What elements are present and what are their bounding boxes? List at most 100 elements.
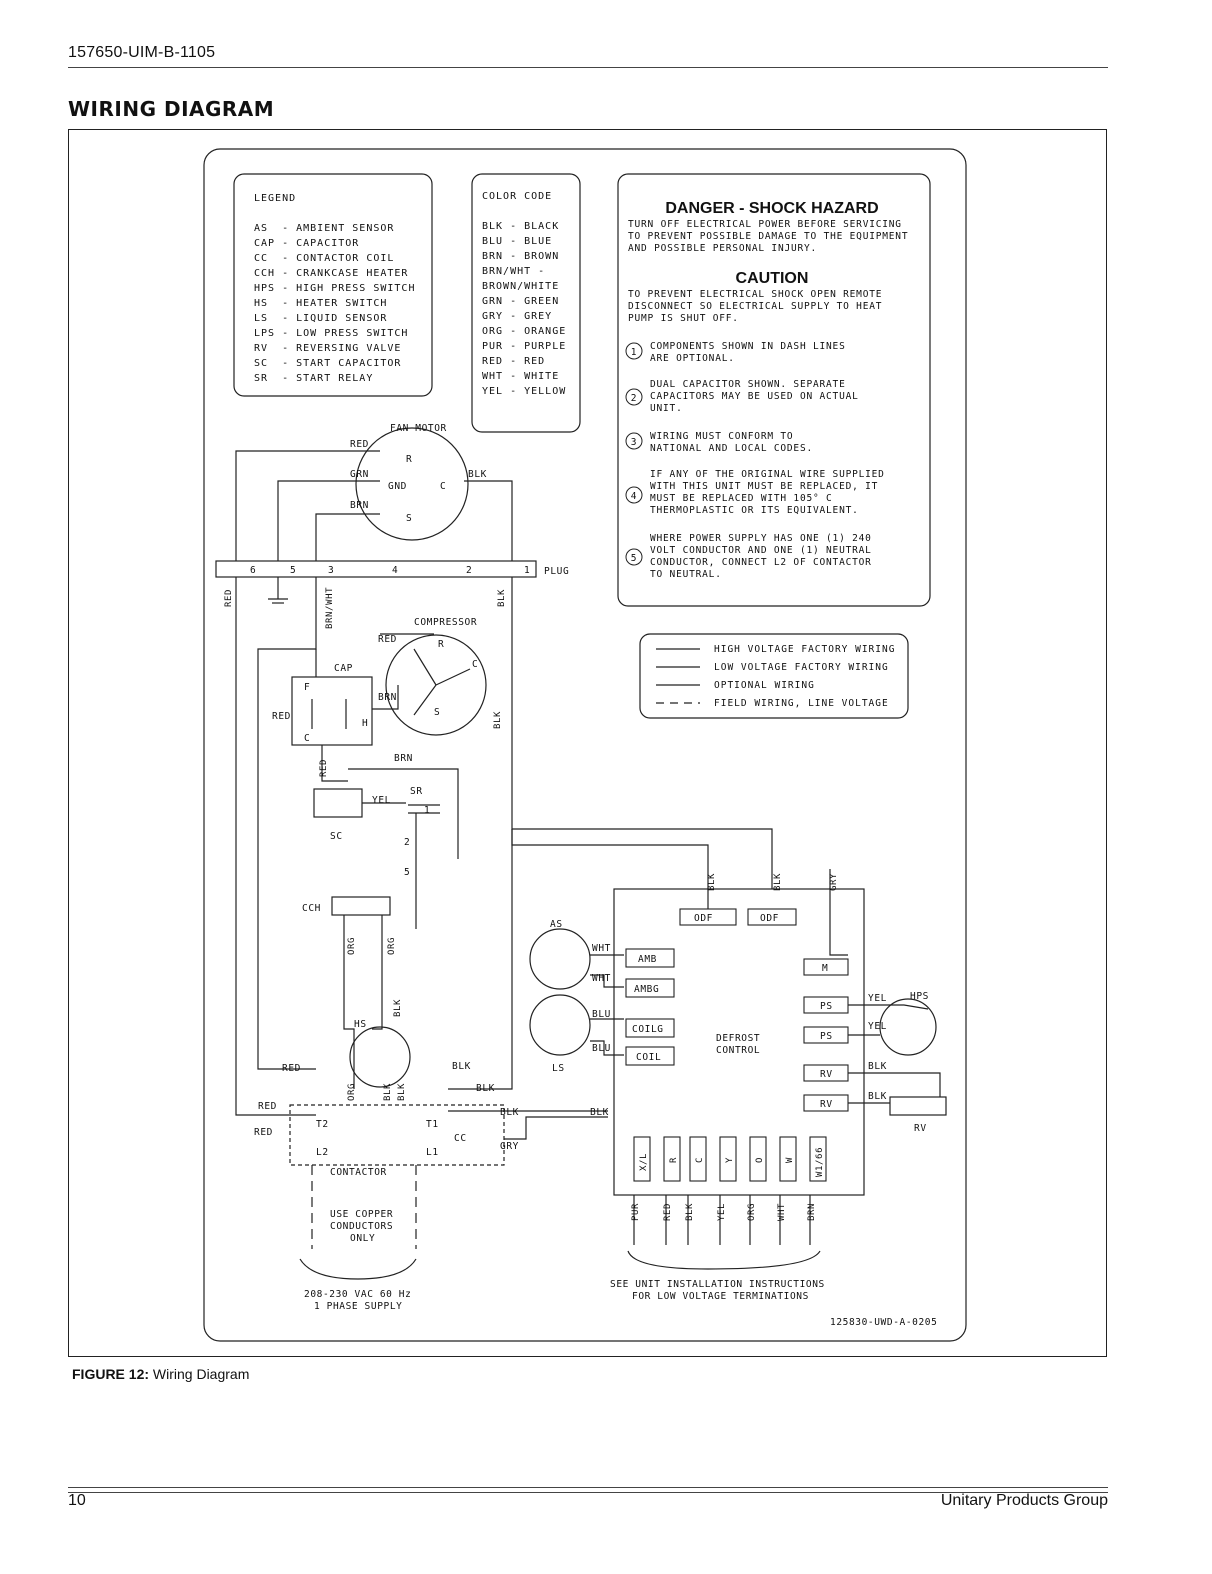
plug-strip (215, 560, 537, 578)
note-line: VOLT CONDUCTOR AND ONE (1) NEUTRAL (650, 545, 872, 556)
caption-text: Wiring Diagram (152, 1366, 250, 1382)
supply-label: 208-230 VAC 60 Hz (304, 1289, 411, 1300)
drawing-number: 125830-UWD-A-0205 (830, 1317, 937, 1328)
plug-pin: 3 (328, 565, 334, 576)
ps-label: PS (820, 1001, 833, 1012)
wire-label: BRN (350, 500, 369, 511)
defrost-label: CONTROL (716, 1045, 760, 1056)
fan-motor (355, 427, 469, 541)
note-number: 5 (631, 553, 638, 564)
note-line: THERMOPLASTIC OR ITS EQUIVALENT. (650, 505, 859, 516)
legend-item: HS - HEATER SWITCH (254, 298, 387, 309)
plug-label: PLUG (544, 566, 569, 577)
danger-line: AND POSSIBLE PERSONAL INJURY. (628, 243, 817, 254)
see-unit-note: SEE UNIT INSTALLATION INSTRUCTIONS (610, 1279, 825, 1290)
section-title: WIRING DIAGRAM (68, 97, 275, 121)
defrost-label: DEFROST (716, 1033, 760, 1044)
color-code-item: GRN - GREEN (482, 296, 559, 307)
note-number: 1 (631, 347, 638, 358)
plug-pin: 1 (524, 565, 530, 576)
wire-label: BLK (500, 1107, 519, 1118)
color-code-item: BRN - BROWN (482, 251, 559, 262)
danger-line: TURN OFF ELECTRICAL POWER BEFORE SERVICI… (628, 219, 902, 230)
plug-pin: 4 (392, 565, 398, 576)
contactor-box[interactable] (289, 1104, 505, 1166)
heater-switch[interactable] (349, 1026, 411, 1088)
danger-title: DANGER - SHOCK HAZARD (665, 200, 878, 217)
wire-label: YEL (868, 993, 887, 1004)
wire-label: BLK (383, 1083, 393, 1101)
odf-label: ODF (760, 913, 779, 924)
wire-label: RED (378, 634, 397, 645)
rv-label: RV (820, 1069, 833, 1080)
page-number: 10 (68, 1492, 86, 1509)
figure-frame (68, 129, 1107, 1357)
note-line: WIRING MUST CONFORM TO (650, 431, 793, 442)
terminal-label: F (304, 682, 310, 693)
wire-label: YEL (868, 1021, 887, 1032)
wire-label: WHT (592, 973, 611, 984)
legend-title: LEGEND (254, 193, 296, 204)
terminal-label: R (406, 454, 412, 465)
terminal-label: S (434, 707, 440, 718)
note-line: CONDUCTOR, CONNECT L2 OF CONTACTOR (650, 557, 872, 568)
wire-label: WHT (777, 1203, 787, 1221)
note-line: MUST BE REPLACED WITH 105° C (650, 493, 833, 504)
terminal-label: W (785, 1157, 795, 1163)
diagram-panel (203, 148, 967, 1342)
note-number: 3 (631, 437, 638, 448)
wire-label: BLK (397, 1083, 407, 1101)
ps-label: PS (820, 1031, 833, 1042)
supply-label: 1 PHASE SUPPLY (314, 1301, 402, 1312)
legend-item: HPS - HIGH PRESS SWITCH (254, 283, 415, 294)
header-rule (68, 67, 1108, 68)
fan-motor-label: FAN MOTOR (390, 423, 447, 434)
wire-label: PUR (631, 1203, 641, 1221)
wire-label: YEL (372, 795, 391, 806)
as-label: AS (550, 919, 563, 930)
copper-note: CONDUCTORS (330, 1221, 393, 1232)
wire-label: RED (224, 589, 234, 607)
crankcase-heater[interactable] (331, 896, 391, 916)
cap-label: CAP (334, 663, 353, 674)
wire-label: RED (282, 1063, 301, 1074)
ls-label: LS (552, 1063, 565, 1074)
color-code-item: BLU - BLUE (482, 236, 552, 247)
terminal-label: 1 (424, 805, 430, 816)
capacitor-box[interactable] (291, 676, 373, 746)
coilg-label: COILG (632, 1024, 664, 1035)
cch-label: CCH (302, 903, 321, 914)
line-legend-label: FIELD WIRING, LINE VOLTAGE (714, 698, 889, 709)
contactor-label: CONTACTOR (330, 1167, 387, 1178)
plug-pin: 2 (466, 565, 472, 576)
wire-label: BLU (592, 1009, 611, 1020)
m-label: M (822, 963, 828, 974)
footer-company: Unitary Products Group (940, 1492, 1108, 1509)
wire-label: BLK (773, 873, 783, 891)
defrost-control-board[interactable] (613, 888, 865, 1196)
line-legend-label: HIGH VOLTAGE FACTORY WIRING (714, 644, 895, 655)
line-legend-box (639, 633, 909, 719)
note-line: WITH THIS UNIT MUST BE REPLACED, IT (650, 481, 878, 492)
wire-label: BRN (394, 753, 413, 764)
start-capacitor[interactable] (313, 788, 363, 818)
caution-line: DISCONNECT SO ELECTRICAL SUPPLY TO HEAT (628, 301, 882, 312)
note-number: 2 (631, 393, 638, 404)
terminal-label: R (438, 639, 444, 650)
wire-label: BLK (393, 999, 403, 1017)
legend-item: SC - START CAPACITOR (254, 358, 401, 369)
terminal-label: T2 (316, 1119, 329, 1130)
figure-caption: FIGURE 12: Wiring Diagram (72, 1366, 249, 1382)
wire-label: ORG (347, 937, 357, 955)
wire-label: BLK (685, 1203, 695, 1221)
footer-rule (68, 1487, 1108, 1493)
color-code-item: WHT - WHITE (482, 371, 559, 382)
copper-note: ONLY (350, 1233, 375, 1244)
note-line: CAPACITORS MAY BE USED ON ACTUAL (650, 391, 859, 402)
danger-line: TO PREVENT POSSIBLE DAMAGE TO THE EQUIPM… (628, 231, 908, 242)
document-id: 157650-UIM-B-1105 (68, 44, 216, 61)
terminal-label: X/L (639, 1153, 649, 1171)
wire-label: BLK (493, 711, 503, 729)
line-legend-label: LOW VOLTAGE FACTORY WIRING (714, 662, 889, 673)
wire-label: BLK (476, 1083, 495, 1094)
